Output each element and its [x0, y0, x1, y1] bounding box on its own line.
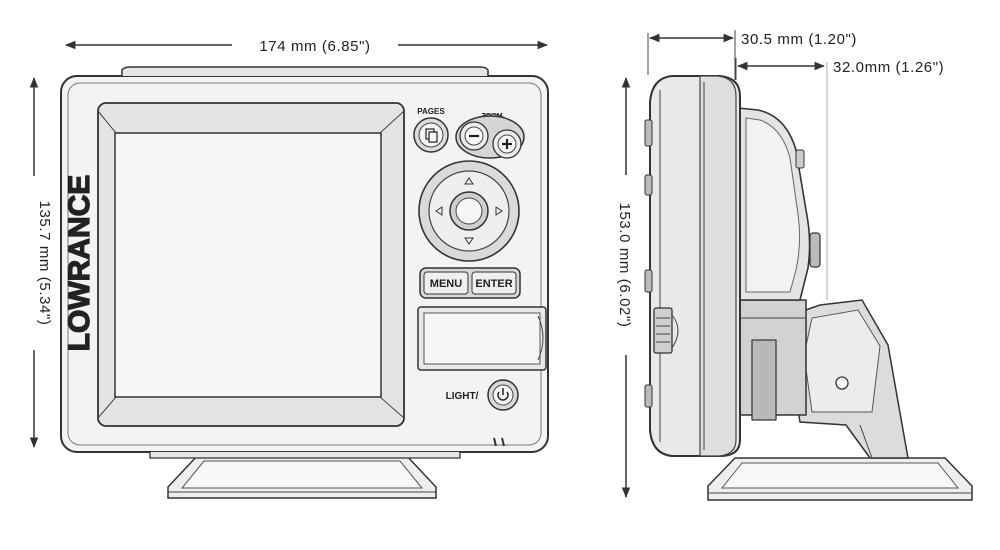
direction-pad[interactable]	[418, 160, 520, 262]
side-view: 30.5 mm (1.20") 32.0mm (1.26") 153.0 mm …	[616, 30, 973, 501]
rear-housing	[737, 107, 821, 301]
enter-label: ENTER	[475, 278, 512, 290]
arrow-left-icon	[435, 206, 443, 216]
side-depth-dimension-2: 32.0mm (1.26")	[736, 59, 944, 76]
side-stand	[707, 299, 973, 501]
arrow-right-icon	[495, 206, 503, 216]
screen	[97, 102, 405, 427]
front-width-label: 174 mm (6.85")	[259, 38, 370, 55]
side-depth-label-1: 30.5 mm (1.20")	[741, 31, 857, 48]
light-label: LIGHT/	[446, 391, 479, 402]
side-depth-label-2: 32.0mm (1.26")	[833, 59, 944, 76]
front-height-dimension: 135.7 mm (5.34")	[29, 76, 53, 449]
menu-enter-buttons: MENU ENTER	[419, 267, 521, 299]
zoom-plus-icon	[502, 139, 512, 149]
side-depth-dimension-1: 30.5 mm (1.20")	[648, 31, 857, 48]
brand-logo: LOWRANCE	[63, 175, 96, 352]
menu-label: MENU	[430, 278, 462, 290]
arrow-down-icon	[464, 237, 474, 245]
menu-button[interactable]: MENU	[423, 271, 469, 295]
side-height-dimension: 153.0 mm (6.02")	[616, 76, 633, 499]
pages-icon	[425, 128, 438, 143]
front-width-dimension: 174 mm (6.85")	[64, 38, 549, 55]
front-height-label: 135.7 mm (5.34")	[36, 201, 53, 326]
zoom-in-button[interactable]	[492, 129, 522, 159]
side-height-label: 153.0 mm (6.02")	[616, 203, 633, 328]
mount-bracket	[739, 299, 807, 421]
power-icon	[497, 388, 509, 401]
front-view: 174 mm (6.85") 135.7 mm (5.34") LOWRANCE	[29, 38, 549, 499]
enter-button[interactable]: ENTER	[471, 271, 517, 295]
card-slot-door[interactable]	[417, 306, 547, 371]
vent-slots	[493, 437, 505, 447]
zoom-buttons: ZOOM	[455, 113, 525, 159]
side-housing	[644, 75, 741, 457]
arrow-up-icon	[464, 177, 474, 185]
pages-label: PAGES	[417, 107, 445, 116]
pages-button[interactable]: PAGES	[413, 107, 449, 153]
light-power-button[interactable]: LIGHT/	[446, 379, 519, 411]
front-stand	[167, 454, 437, 499]
side-card-latch[interactable]	[653, 307, 679, 354]
zoom-out-button[interactable]	[459, 121, 489, 151]
